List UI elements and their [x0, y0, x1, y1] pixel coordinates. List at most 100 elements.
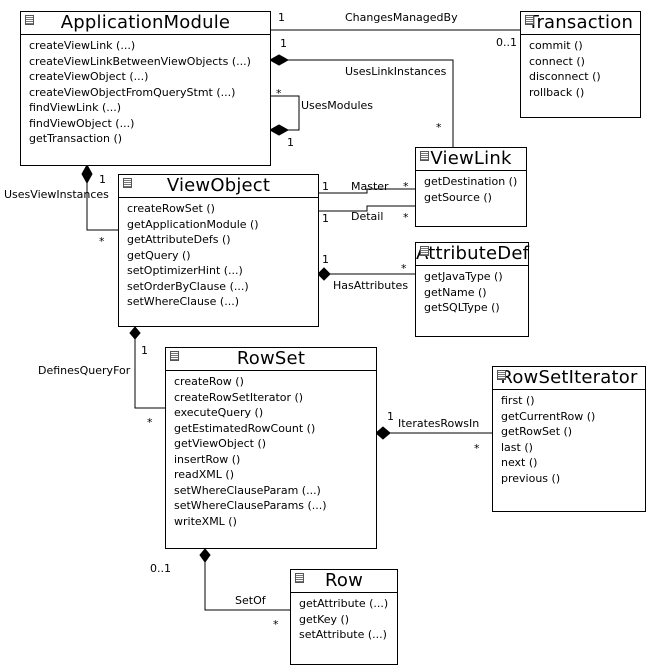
class-application-module[interactable]: ApplicationModule createViewLink (...) c…	[20, 11, 271, 166]
uses-view-instances-aggregation-diamond	[81, 163, 93, 185]
class-view-object[interactable]: ViewObject createRowSet () getApplicatio…	[118, 174, 319, 327]
set-of-target-multiplicity: *	[273, 618, 279, 631]
method-item: getApplicationModule ()	[127, 217, 259, 231]
method-list: commit () connect () disconnect () rollb…	[521, 35, 640, 100]
method-item: getRowSet ()	[501, 425, 573, 438]
master-line	[319, 188, 415, 194]
detail-line	[319, 205, 415, 212]
class-name: RowSet	[236, 348, 306, 369]
uses-view-instances-source-multiplicity: 1	[99, 173, 106, 186]
master-source-multiplicity: 1	[322, 180, 329, 193]
method-list: getDestination () getSource ()	[416, 171, 526, 205]
method-item: readXML ()	[174, 468, 235, 481]
method-item: commit ()	[529, 39, 583, 52]
method-item: first ()	[501, 394, 535, 407]
has-attributes-source-multiplicity: 1	[322, 253, 329, 266]
method-item: getKey ()	[299, 612, 350, 626]
has-attributes-aggregation-diamond	[317, 267, 331, 281]
class-icon	[170, 351, 179, 361]
method-list: getJavaType () getName () getSQLType ()	[416, 266, 528, 316]
method-item: disconnect ()	[529, 70, 601, 83]
method-list: createViewLink (...) createViewLinkBetwe…	[21, 35, 270, 147]
set-of-aggregation-diamond	[199, 548, 211, 563]
method-item: setWhereClause (...)	[127, 295, 239, 308]
defines-query-for-label: DefinesQueryFor	[38, 364, 131, 377]
method-item: setOptimizerHint (...)	[127, 264, 243, 277]
class-name: Transaction	[527, 12, 634, 33]
iterates-rows-in-target-multiplicity: *	[474, 442, 480, 455]
class-name: AttributeDef	[416, 243, 530, 264]
method-item: getName ()	[424, 285, 487, 299]
method-item: setOrderByClause (...)	[127, 279, 249, 293]
iterates-rows-in-label: IteratesRowsIn	[398, 417, 480, 430]
uses-modules-line	[270, 95, 300, 131]
method-item: setAttribute (...)	[299, 628, 387, 641]
class-attribute-def[interactable]: AttributeDef getJavaType () getName () g…	[415, 242, 529, 337]
uses-link-instances-label: UsesLinkInstances	[345, 65, 447, 78]
method-item: createRowSet ()	[127, 202, 215, 215]
method-item: getSQLType ()	[424, 301, 500, 314]
detail-target-multiplicity: *	[403, 211, 409, 224]
method-item: findViewObject (...)	[29, 116, 135, 130]
master-target-multiplicity: *	[403, 180, 409, 193]
method-item: getAttribute (...)	[299, 597, 389, 610]
class-icon	[25, 15, 34, 25]
detail-label: Detail	[351, 210, 384, 223]
detail-source-multiplicity: 1	[322, 212, 329, 225]
class-name: ViewObject	[166, 175, 271, 196]
method-list: createRow () createRowSetIterator () exe…	[166, 371, 376, 529]
method-item: getQuery ()	[127, 248, 191, 262]
class-icon	[420, 246, 429, 256]
method-item: createRow ()	[174, 375, 244, 388]
defines-query-for-target-multiplicity: *	[147, 416, 153, 429]
master-label: Master	[351, 180, 389, 193]
iterates-rows-in-aggregation-diamond	[375, 426, 391, 440]
set-of-source-multiplicity: 0..1	[150, 562, 171, 575]
uses-modules-source-multiplicity: 1	[287, 136, 294, 149]
method-item: writeXML ()	[174, 514, 237, 528]
class-transaction[interactable]: Transaction commit () connect () disconn…	[520, 11, 641, 118]
uses-link-instances-source-multiplicity: 1	[280, 37, 287, 50]
class-row-set-iterator[interactable]: RowSetIterator first () getCurrentRow ()…	[492, 366, 646, 512]
method-item: executeQuery ()	[174, 406, 264, 419]
method-list: createRowSet () getApplicationModule () …	[119, 198, 318, 310]
method-item: getDestination ()	[424, 175, 518, 188]
uses-modules-aggregation-diamond	[268, 124, 290, 136]
class-row[interactable]: Row getAttribute (...) getKey () setAttr…	[290, 569, 398, 665]
uses-link-instances-line	[288, 59, 454, 147]
method-item: getSource ()	[424, 190, 492, 204]
set-of-label: SetOf	[235, 594, 266, 607]
method-item: setWhereClauseParam (...)	[174, 483, 321, 497]
method-item: getJavaType ()	[424, 270, 503, 283]
has-attributes-target-multiplicity: *	[401, 262, 407, 275]
method-item: getCurrentRow ()	[501, 409, 596, 423]
uses-view-instances-label: UsesViewInstances	[4, 188, 109, 201]
defines-query-for-line	[134, 338, 165, 409]
class-row-set[interactable]: RowSet createRow () createRowSetIterator…	[165, 347, 377, 549]
method-item: rollback ()	[529, 85, 585, 99]
method-item: next ()	[501, 456, 538, 469]
class-view-link[interactable]: ViewLink getDestination () getSource ()	[415, 147, 527, 227]
method-item: last ()	[501, 440, 533, 454]
class-icon	[123, 178, 132, 188]
uses-link-instances-target-multiplicity: *	[436, 121, 442, 134]
defines-query-for-aggregation-diamond	[129, 326, 141, 340]
method-item: createViewObjectFromQueryStmt (...)	[29, 85, 236, 99]
method-item: getEstimatedRowCount ()	[174, 421, 316, 435]
changes-managed-by-source-multiplicity: 1	[278, 11, 285, 24]
method-item: getViewObject ()	[174, 437, 267, 450]
uses-modules-label: UsesModules	[301, 99, 374, 112]
uses-view-instances-target-multiplicity: *	[99, 235, 105, 248]
has-attributes-label: HasAttributes	[333, 279, 409, 292]
method-list: first () getCurrentRow () getRowSet () l…	[493, 390, 645, 486]
method-item: insertRow ()	[174, 452, 241, 466]
class-icon	[295, 573, 304, 583]
class-icon	[497, 370, 506, 380]
class-name: Row	[324, 570, 364, 591]
class-icon	[420, 151, 429, 161]
class-name: ApplicationModule	[60, 12, 231, 33]
uses-modules-target-multiplicity: *	[276, 87, 282, 100]
iterates-rows-in-source-multiplicity: 1	[387, 410, 394, 423]
